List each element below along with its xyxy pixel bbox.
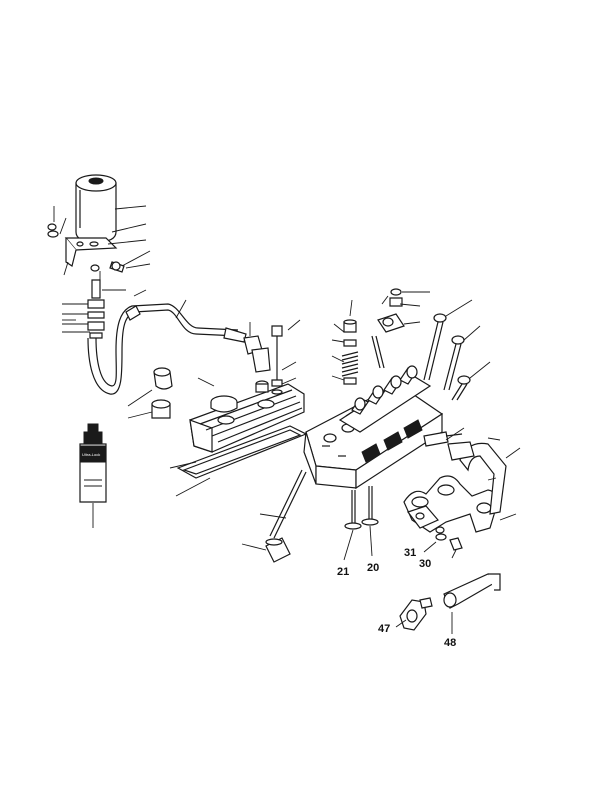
rocker-assembly (338, 365, 432, 433)
cover-leaders (169, 377, 215, 497)
oil-line-fittings (62, 279, 126, 339)
filter-mount-bolts (47, 223, 125, 273)
oil-line-tube (87, 289, 247, 395)
oil-filler-cap (210, 395, 238, 413)
oil-filter-bracket (64, 237, 118, 267)
oil-filter-canister (75, 174, 117, 243)
callout-48: 48 (444, 637, 456, 649)
sealant-can: Ultra-Lock (79, 423, 107, 528)
callout-31: 31 (404, 547, 416, 559)
head-bolts (423, 299, 491, 401)
valve-lifter (241, 537, 291, 563)
callout-47: 47 (378, 623, 390, 635)
svg-text:Ultra-Lock: Ultra-Lock (82, 452, 100, 457)
manifold-hardware (423, 526, 463, 559)
valve-cover (189, 383, 305, 453)
clamp-bracket-47 (395, 597, 433, 631)
intake-valve (343, 490, 362, 561)
elbow-fitting (127, 367, 173, 419)
spark-plug (423, 427, 465, 447)
clamp-bracket-48 (443, 573, 501, 634)
exhaust-valve (361, 486, 379, 557)
callout-30: 30 (419, 558, 431, 570)
callout-21: 21 (337, 566, 349, 578)
callout-20: 20 (367, 562, 379, 574)
pushrod (259, 469, 307, 539)
breather-elbow (243, 322, 271, 393)
filter-leader-lines (53, 205, 151, 282)
cylinder-head (303, 383, 444, 490)
rocker-shaft-parts (371, 288, 430, 369)
valve-spring-stack (331, 299, 359, 385)
cover-stud (271, 319, 301, 395)
exhaust-manifold (403, 437, 521, 533)
